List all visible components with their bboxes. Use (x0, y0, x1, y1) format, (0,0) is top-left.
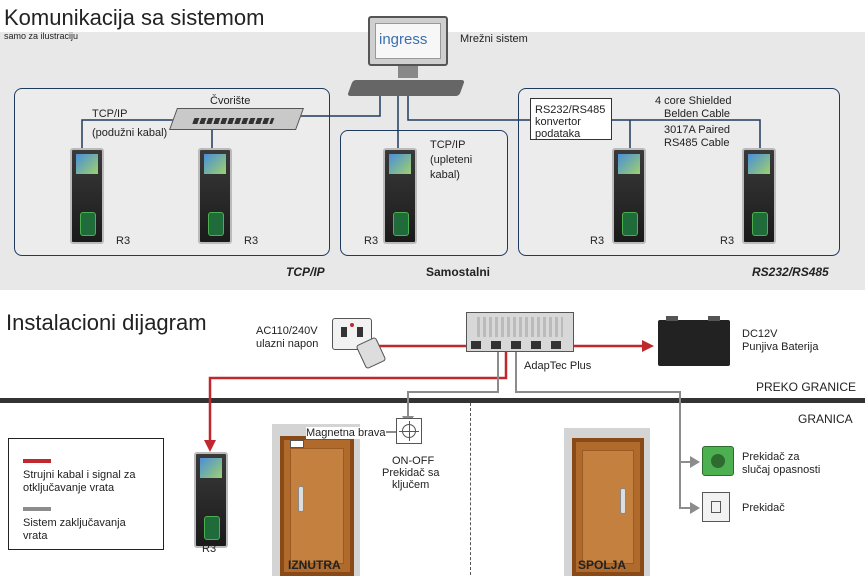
device-label: R3 (590, 235, 605, 247)
exit-button-label: Prekidač (742, 502, 785, 514)
long-cable-label: (podužni kabal) (92, 127, 168, 139)
boundary-wall (0, 398, 865, 403)
device-label: R3 (244, 235, 259, 247)
ac-input-label: AC110/240V (256, 325, 318, 337)
key-switch-label: ON-OFF (392, 455, 435, 467)
across-boundary-label: PREKO GRANICE (756, 380, 857, 394)
battery-label-2: Punjiva Baterija (742, 341, 819, 353)
communication-subtitle: samo za ilustraciju (4, 31, 79, 41)
communication-title: Komunikacija sa sistemom (4, 5, 265, 30)
adaptec-label: AdapTec Plus (524, 360, 592, 372)
twisted-label-2: kabal) (430, 169, 460, 181)
key-switch (396, 418, 422, 444)
legend-lock-label-2: vrata (23, 530, 48, 542)
converter-label-3: podataka (535, 128, 581, 140)
device-label: R3 (720, 235, 735, 247)
device-label: R3 (202, 543, 217, 555)
inside-label: IZNUTRA (288, 558, 341, 572)
legend: Strujni kabal i signal za otključavanje … (8, 438, 164, 550)
twisted-label: (upleteni (430, 154, 473, 166)
adaptec-box (466, 312, 574, 352)
network-system-label: Mrežni sistem (460, 33, 528, 45)
device-label: R3 (364, 235, 379, 247)
boundary-label: GRANICA (798, 412, 853, 426)
cable-label-3: 3017A Paired (664, 124, 731, 136)
tcpip-label: TCP/IP (92, 108, 128, 120)
standalone-panel (340, 130, 508, 256)
key-switch-label-2: Prekidač sa (382, 467, 440, 479)
r3-device (612, 148, 646, 244)
r3-device (383, 148, 417, 244)
cable-label-2: Belden Cable (664, 108, 731, 120)
legend-power-label-2: otključavanje vrata (23, 482, 115, 494)
installation-title: Instalacioni dijagram (6, 310, 207, 335)
key-switch-label-3: ključem (392, 479, 430, 491)
converter-label-1: RS232/RS485 (535, 104, 606, 116)
group-standalone: Samostalni (426, 265, 491, 279)
cable-label-1: 4 core Shielded (655, 95, 732, 107)
exit-button (702, 492, 730, 522)
magnetic-lock-label: Magnetna brava (306, 427, 386, 439)
boundary-divider (470, 403, 472, 575)
emergency-button (702, 446, 734, 476)
network-lines (81, 95, 761, 150)
group-tcpip: TCP/IP (286, 265, 325, 279)
r3-device (194, 452, 228, 548)
battery-label: DC12V (742, 328, 778, 340)
tcpip-label-2: TCP/IP (430, 139, 466, 151)
converter-label-2: konvertor (535, 116, 581, 128)
emergency-label: Prekidač za (742, 451, 800, 463)
device-label: R3 (116, 235, 131, 247)
legend-lock-swatch (23, 507, 51, 511)
cable-label-4: RS485 Cable (664, 137, 730, 149)
r3-device (198, 148, 232, 244)
legend-power-swatch (23, 459, 51, 463)
battery (658, 316, 730, 366)
group-rs485: RS232/RS485 (752, 265, 829, 279)
magnetic-lock (290, 440, 304, 448)
r3-device (742, 148, 776, 244)
outside-door (572, 438, 644, 576)
emergency-label-2: slučaj opasnosti (742, 464, 821, 476)
outside-label: SPOLJA (578, 558, 627, 572)
ac-input-label-2: ulazni napon (256, 338, 319, 350)
legend-lock-label: Sistem zaključavanja (23, 517, 126, 529)
switch-label: Čvorište (210, 95, 251, 107)
r3-device (70, 148, 104, 244)
ingress-logo: ingress (379, 31, 428, 48)
computer-monitor: ingress (368, 16, 448, 66)
monitor-stand (398, 66, 418, 78)
legend-power-label: Strujni kabal i signal za (23, 469, 136, 481)
inside-door (280, 436, 354, 576)
converter-box (530, 98, 612, 140)
